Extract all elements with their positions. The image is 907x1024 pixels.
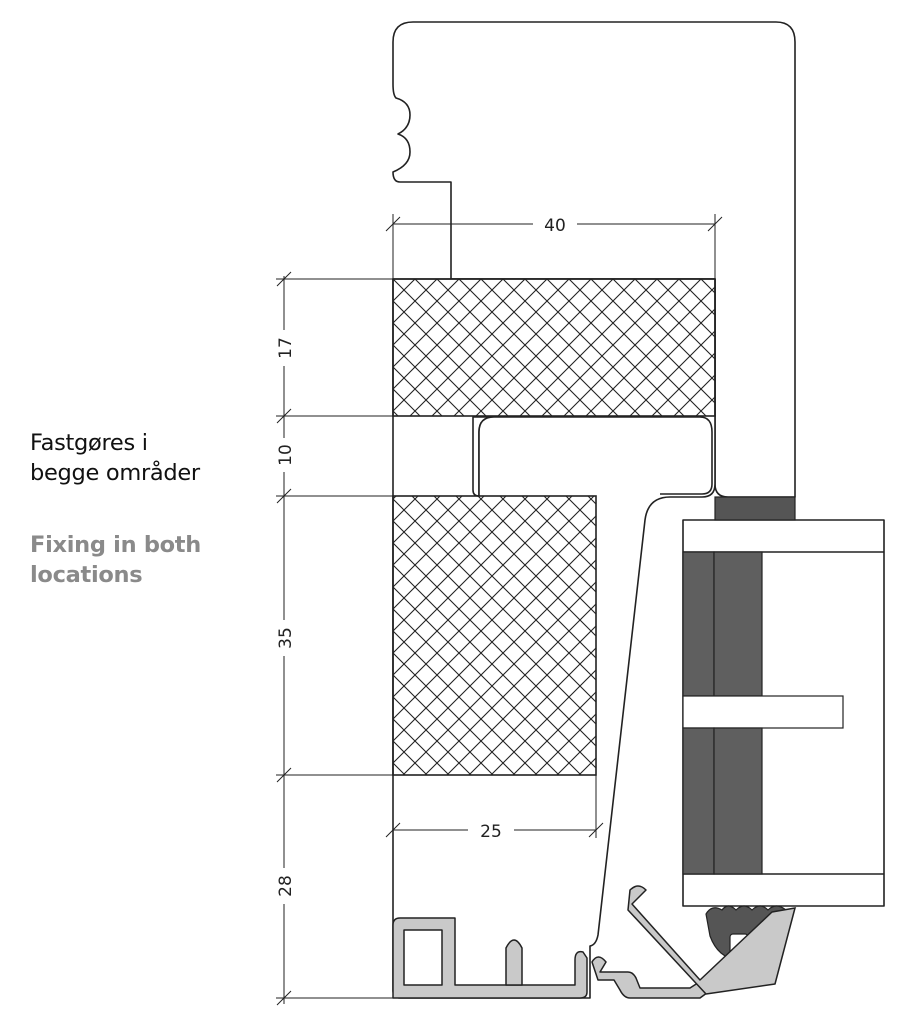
dim-tick-5: [276, 990, 292, 1006]
top-gasket: [714, 496, 796, 521]
aluminium-drainage-fin: [505, 939, 523, 986]
dim-tick-25-left: [385, 822, 401, 838]
dim-tick-3: [276, 488, 292, 504]
top-insulation-block: [392, 278, 716, 417]
caption-english: Fixing in both locations: [30, 530, 201, 590]
dim-label-35: 35: [276, 627, 296, 649]
dim-tick-2: [276, 408, 292, 424]
dim-label-17: 17: [276, 337, 296, 359]
aluminium-sill-profile: [392, 917, 588, 999]
dim-tick-25-right: [588, 822, 604, 838]
dim-gap-35: [274, 620, 294, 656]
aluminium-glazing-bead: [627, 885, 796, 995]
glass-pane-upper-2: [713, 551, 763, 697]
dim-gap-17: [274, 330, 294, 366]
dim-label-25: 25: [480, 822, 502, 842]
dim-tick-4: [276, 767, 292, 783]
glass-pane-lower-1: [682, 727, 715, 875]
caption-danish: Fastgøres i begge områder: [30, 428, 200, 488]
frame-inner-rebate: [478, 416, 713, 496]
dim-label-10: 10: [276, 444, 296, 466]
glass-pane-upper-1: [682, 551, 715, 697]
dim-gap-28: [274, 868, 294, 904]
dim-tick-40-right: [707, 216, 723, 232]
dim-label-40: 40: [544, 216, 566, 236]
dim-tick-1: [276, 271, 292, 287]
glass-pane-lower-2: [713, 727, 763, 875]
main-insulation-block: [392, 495, 597, 776]
spacer-bar: [682, 695, 844, 729]
dim-label-28: 28: [276, 875, 296, 897]
upper-frame-profile: [392, 21, 796, 498]
dim-gap-10: [274, 438, 294, 472]
dim-tick-40-left: [385, 216, 401, 232]
aluminium-drip-profile: [591, 945, 761, 999]
caption-danish-text: Fastgøres i begge områder: [30, 430, 200, 486]
caption-english-text: Fixing in both locations: [30, 532, 201, 588]
